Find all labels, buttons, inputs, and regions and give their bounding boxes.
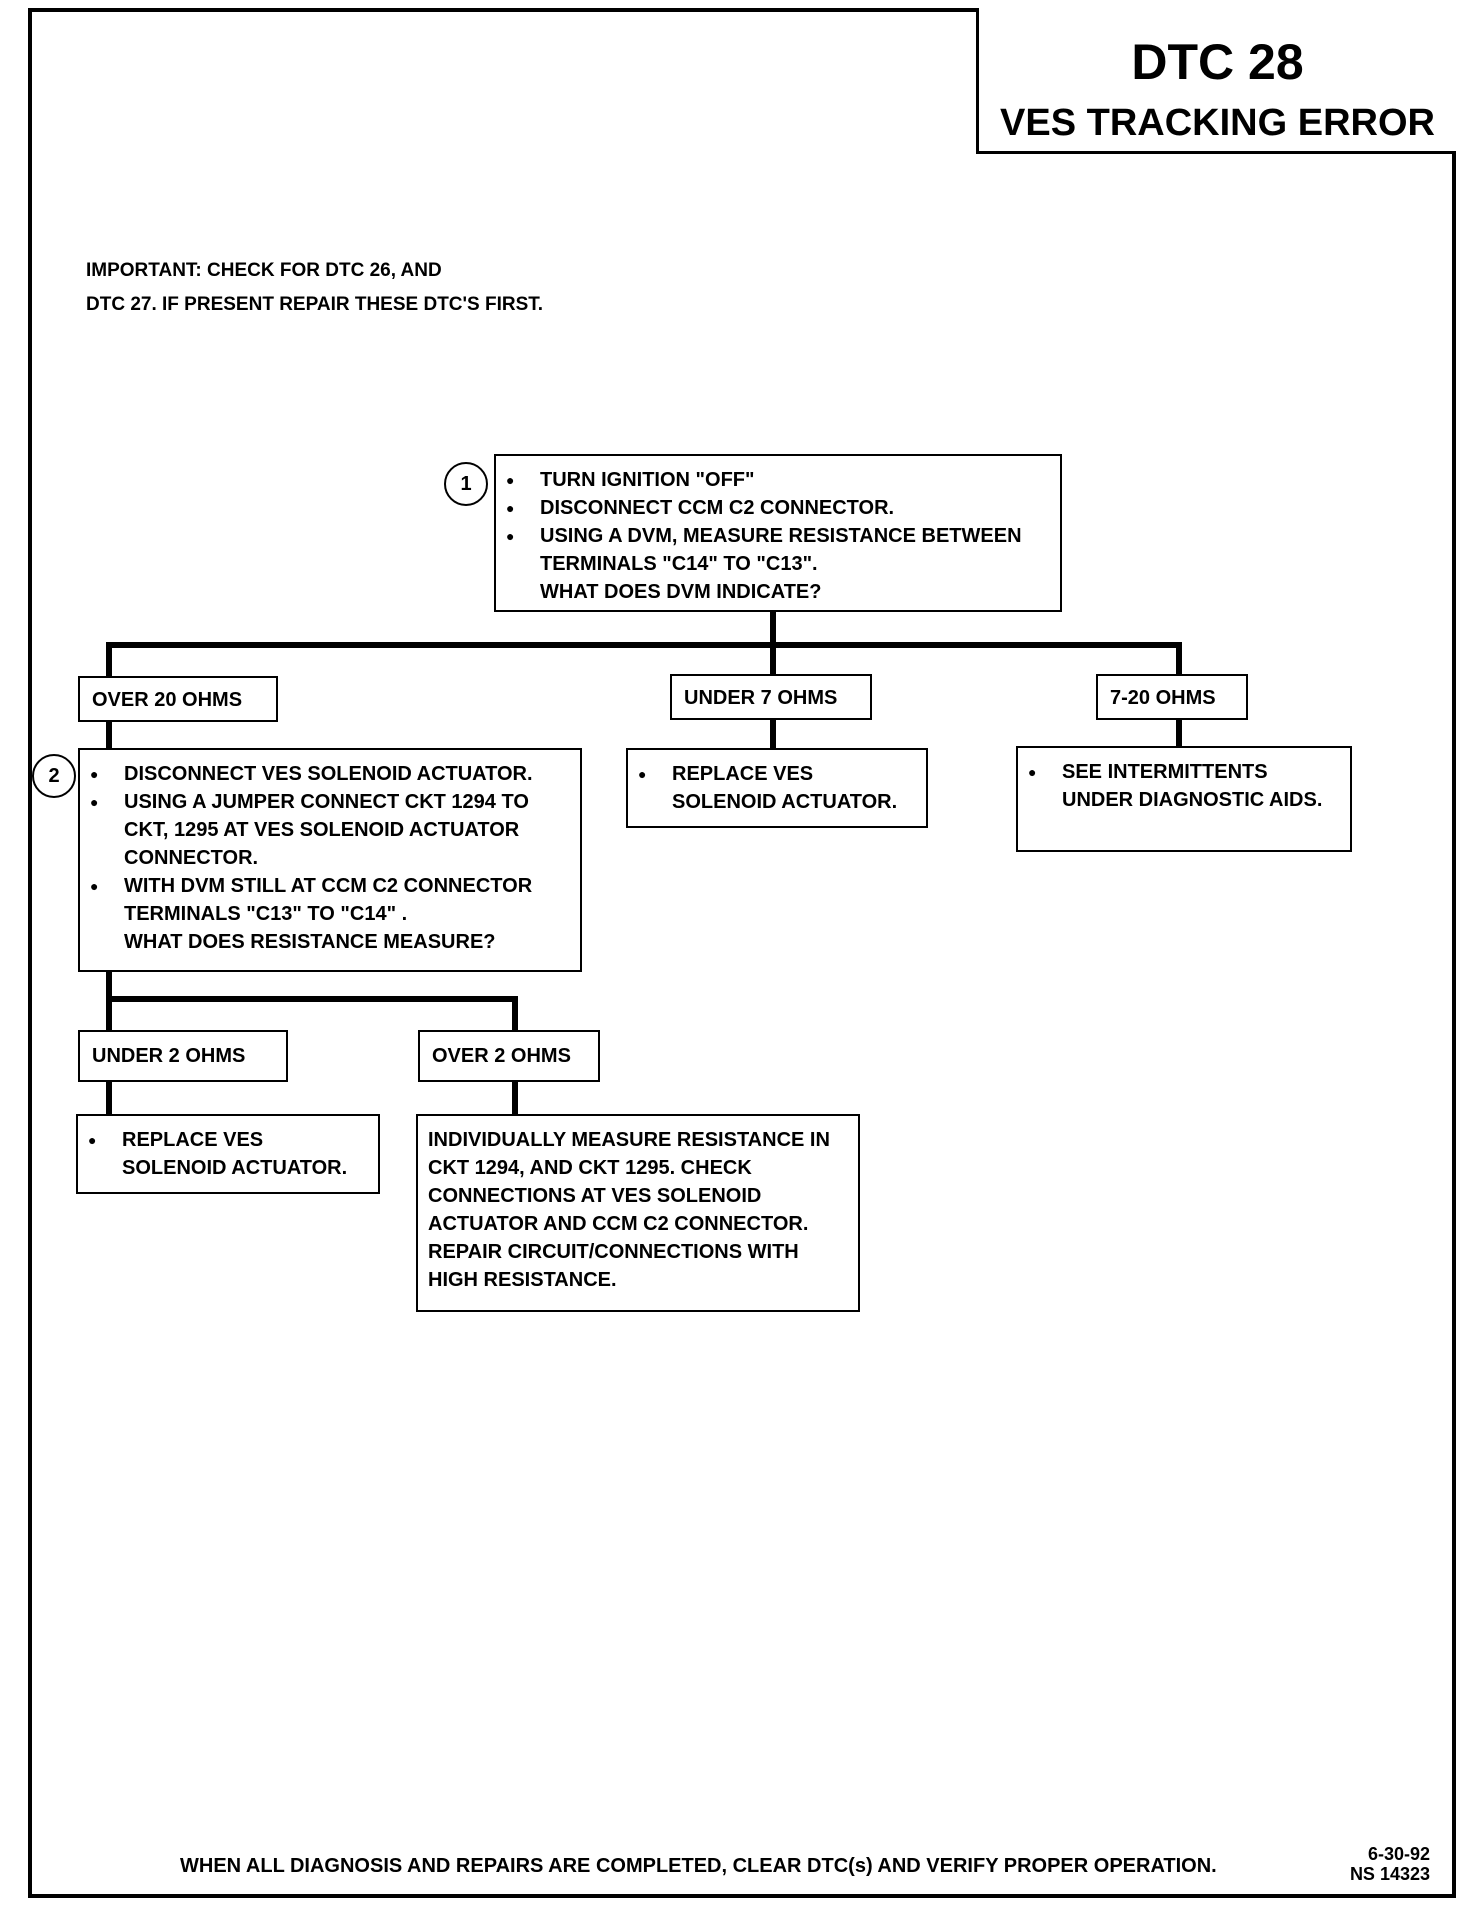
- result-range-line-2: UNDER DIAGNOSTIC AIDS.: [1062, 789, 1323, 811]
- connector-over2-down: [512, 1080, 518, 1116]
- connector-step1-down: [770, 610, 776, 648]
- connector-under7-down: [770, 718, 776, 750]
- step-marker-2: 2: [32, 754, 76, 798]
- result-over2-line-4: ACTUATOR AND CCM C2 CONNECTOR.: [428, 1213, 809, 1235]
- connector-branch1-horizontal: [106, 642, 1182, 648]
- result-range-box: SEE INTERMITTENTS UNDER DIAGNOSTIC AIDS.: [1016, 746, 1352, 852]
- step1-box: TURN IGNITION "OFF" DISCONNECT CCM C2 CO…: [494, 454, 1062, 612]
- connector-range-up: [1176, 642, 1182, 676]
- footer-document-id: 6-30-92 NS 14323: [1326, 1844, 1430, 1884]
- result-over2-line-6: HIGH RESISTANCE.: [428, 1269, 617, 1291]
- connector-under2-down: [106, 1080, 112, 1116]
- step2-item-3-cont-2: WHAT DOES RESISTANCE MEASURE?: [124, 931, 496, 953]
- footer-doc-number: NS 14323: [1349, 1864, 1430, 1884]
- result-over2-box: INDIVIDUALLY MEASURE RESISTANCE IN CKT 1…: [416, 1114, 860, 1312]
- step1-cont-2: WHAT DOES DVM INDICATE?: [540, 581, 822, 603]
- connector-over20-up: [106, 642, 112, 676]
- result-under7-line-2: SOLENOID ACTUATOR.: [672, 791, 898, 813]
- branch-over-20-ohms: OVER 20 OHMS: [78, 676, 278, 722]
- result-under7-box: REPLACE VES SOLENOID ACTUATOR.: [626, 748, 928, 828]
- connector-under7-up: [770, 642, 776, 676]
- page-border: [28, 8, 1456, 1898]
- result-over2-line-5: REPAIR CIRCUIT/CONNECTIONS WITH: [428, 1241, 799, 1263]
- connector-branch2-horizontal: [106, 996, 518, 1002]
- step1-cont-1: TERMINALS "C14" TO "C13".: [540, 553, 818, 575]
- step1-item-1: TURN IGNITION "OFF": [496, 466, 1060, 494]
- branch-over-2-ohms: OVER 2 OHMS: [418, 1030, 600, 1082]
- step1-item-2: DISCONNECT CCM C2 CONNECTOR.: [496, 494, 1060, 522]
- branch-under-2-ohms: UNDER 2 OHMS: [78, 1030, 288, 1082]
- connector-range-down: [1176, 718, 1182, 748]
- result-under2-box: REPLACE VES SOLENOID ACTUATOR.: [76, 1114, 380, 1194]
- title-block: DTC 28 VES TRACKING ERROR: [976, 8, 1456, 154]
- footer-date: 6-30-92: [1367, 1844, 1430, 1864]
- result-under7-line-1: REPLACE VES: [628, 760, 926, 788]
- step2-item-3-cont-1: TERMINALS "C13" TO "C14" .: [124, 903, 408, 925]
- important-note-line-2: DTC 27. IF PRESENT REPAIR THESE DTC'S FI…: [86, 294, 544, 315]
- step2-item-2-cont-2: CONNECTOR.: [124, 847, 259, 869]
- step2-item-3: WITH DVM STILL AT CCM C2 CONNECTOR: [80, 872, 580, 900]
- step2-item-1: DISCONNECT VES SOLENOID ACTUATOR.: [80, 760, 580, 788]
- step2-item-2-cont-1: CKT, 1295 AT VES SOLENOID ACTUATOR: [124, 819, 520, 841]
- step1-item-3: USING A DVM, MEASURE RESISTANCE BETWEEN: [496, 522, 1060, 550]
- step2-box: DISCONNECT VES SOLENOID ACTUATOR. USING …: [78, 748, 582, 972]
- important-note-line-1: IMPORTANT: CHECK FOR DTC 26, AND: [86, 260, 442, 281]
- branch-7-20-ohms: 7-20 OHMS: [1096, 674, 1248, 720]
- branch-under-7-ohms: UNDER 7 OHMS: [670, 674, 872, 720]
- result-range-line-1: SEE INTERMITTENTS: [1018, 758, 1350, 786]
- page-title: VES TRACKING ERROR: [1000, 102, 1435, 144]
- result-over2-line-1: INDIVIDUALLY MEASURE RESISTANCE IN: [428, 1129, 830, 1151]
- connector-over2-up: [512, 996, 518, 1030]
- step1-list: TURN IGNITION "OFF" DISCONNECT CCM C2 CO…: [496, 466, 1060, 550]
- result-under2-line-2: SOLENOID ACTUATOR.: [122, 1157, 348, 1179]
- connector-over20-down: [106, 720, 112, 750]
- step2-item-2: USING A JUMPER CONNECT CKT 1294 TO: [80, 788, 580, 816]
- footer-instruction: WHEN ALL DIAGNOSIS AND REPAIRS ARE COMPL…: [180, 1855, 1217, 1877]
- result-under2-line-1: REPLACE VES: [78, 1126, 378, 1154]
- result-over2-line-2: CKT 1294, AND CKT 1295. CHECK: [428, 1157, 752, 1179]
- dtc-code: DTC 28: [1131, 34, 1304, 90]
- result-over2-line-3: CONNECTIONS AT VES SOLENOID: [428, 1185, 762, 1207]
- important-note: IMPORTANT: CHECK FOR DTC 26, AND DTC 27.…: [86, 254, 543, 322]
- step-marker-1: 1: [444, 462, 488, 506]
